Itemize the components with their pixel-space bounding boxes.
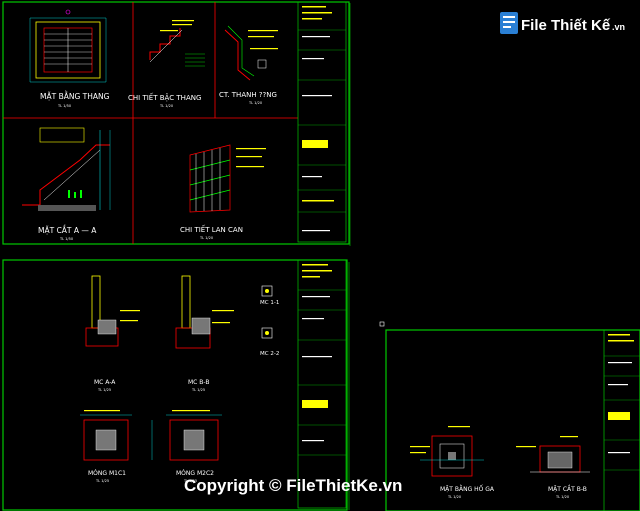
section-bb-drawing bbox=[516, 436, 590, 473]
logo-text: File Thiết Kế bbox=[521, 17, 611, 34]
mong-m1c1-drawing bbox=[80, 410, 153, 461]
mong-m1c1-title: MÓNG M1C1 bbox=[88, 470, 126, 477]
step-detail-title: CHI TIẾT BẬC THANG bbox=[128, 92, 201, 102]
stair-plan-drawing bbox=[29, 9, 107, 83]
sheet-1: MẶT BẰNG THANG TL 1/50 CHI TIẾT BẬC THAN… bbox=[2, 1, 351, 246]
rail-detail-drawing bbox=[224, 25, 278, 81]
sheet-2-frame bbox=[2, 259, 348, 511]
section-aa-drawing bbox=[22, 127, 111, 211]
sheet-1-title-block bbox=[297, 1, 347, 243]
mc-bb-scale: TL 1/25 bbox=[191, 388, 205, 392]
mong-m1c1-scale: TL 1/25 bbox=[95, 479, 109, 483]
section-aa-title: MẶT CẮT A — A bbox=[38, 225, 97, 235]
sheet-3: MẶT BẰNG HỐ GA TL 1/20 MẶT CẮT B-B TL 1/… bbox=[379, 321, 640, 511]
railing-detail-scale: TL 1/20 bbox=[199, 236, 213, 240]
mong-m2-scale: TL 1/25 bbox=[183, 479, 197, 483]
mc-aa-title: MC A-A bbox=[94, 379, 116, 386]
stair-plan-title: MẶT BẰNG THANG bbox=[40, 91, 110, 101]
sheet-1-frame bbox=[2, 1, 350, 245]
mc-aa-drawing bbox=[85, 275, 140, 347]
rail-detail-scale: TL 1/20 bbox=[248, 101, 262, 105]
railing-detail-title: CHI TIẾT LAN CAN bbox=[180, 224, 243, 234]
mong-m2-title: MÓNG M2C2 bbox=[176, 470, 214, 477]
mc-aa-scale: TL 1/25 bbox=[97, 388, 111, 392]
mc-bb-title: MC B-B bbox=[188, 379, 209, 386]
sheet-3-frame bbox=[385, 329, 640, 511]
mong-m2-drawing bbox=[166, 410, 222, 461]
manhole-plan-drawing bbox=[410, 426, 484, 477]
mc-22-title: MC 2-2 bbox=[260, 351, 279, 357]
sheet-2: MC A-A TL 1/25 MC B-B TL 1/25 MC 1-1 MC … bbox=[2, 259, 350, 511]
section-aa-scale: TL 1/50 bbox=[59, 237, 73, 241]
mc-bb-drawing bbox=[175, 275, 234, 349]
logo-suffix: .vn bbox=[612, 22, 625, 32]
site-logo: File Thiết Kế .vn bbox=[500, 12, 625, 34]
step-detail-scale: TL 1/20 bbox=[159, 104, 173, 108]
sheet-3-title-block bbox=[603, 329, 640, 511]
manhole-plan-scale: TL 1/20 bbox=[447, 495, 461, 499]
stair-plan-scale: TL 1/50 bbox=[57, 104, 71, 108]
section-bb-scale: TL 1/20 bbox=[555, 495, 569, 499]
step-detail-drawing bbox=[149, 20, 205, 67]
railing-detail-drawing bbox=[189, 144, 266, 213]
mc-22-drawing bbox=[261, 327, 273, 339]
logo-icon bbox=[500, 12, 518, 34]
copyright-watermark: Copyright © FileThietKe.vn bbox=[184, 476, 402, 495]
section-bb-title: MẶT CẮT B-B bbox=[548, 485, 587, 493]
sheet-2-title-block bbox=[297, 259, 347, 509]
manhole-plan-title: MẶT BẰNG HỐ GA bbox=[440, 485, 495, 493]
rail-detail-title: CT. THANH ??NG bbox=[219, 91, 277, 99]
mc-11-drawing bbox=[261, 285, 273, 297]
mc-11-title: MC 1-1 bbox=[260, 300, 279, 306]
